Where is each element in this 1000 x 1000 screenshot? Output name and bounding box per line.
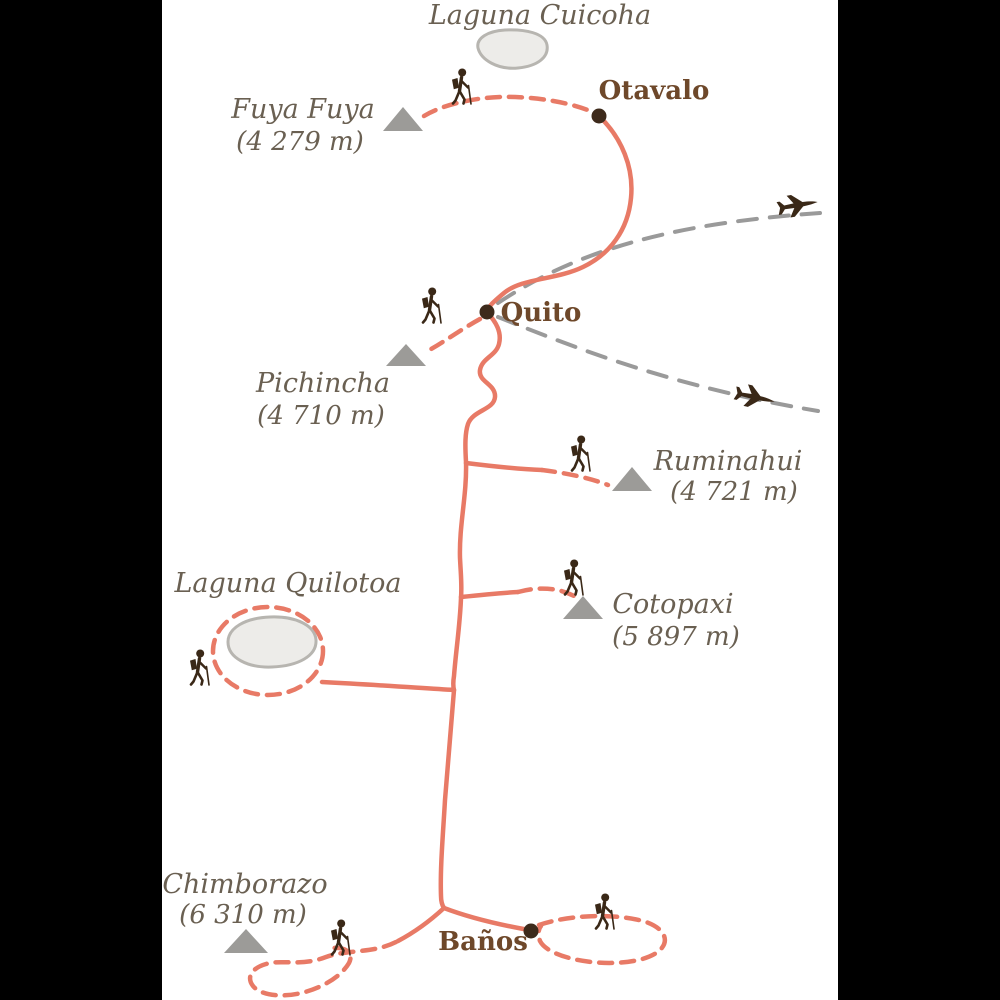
peak-label-fuya-fuya: Fuya Fuya [230, 94, 375, 125]
lake-quilotoa-label: Laguna Quilotoa [173, 568, 401, 599]
flight-path-south [496, 315, 820, 413]
lake-quilotoa [226, 615, 318, 669]
trail-pichincha [423, 316, 483, 355]
trail-chimborazo-loop [247, 939, 399, 998]
peak-elevation-ruminahui: (4 721 m) [670, 477, 798, 507]
road-to-quilotoa [319, 679, 457, 693]
peak-elevation-chimborazo: (6 310 m) [179, 900, 307, 930]
trail-quilotoa-loop [210, 604, 326, 698]
peak-label-ruminahui: Ruminahui [653, 446, 803, 477]
mountain-icon-pichincha [386, 344, 426, 366]
peak-elevation-pichincha: (4 710 m) [257, 401, 385, 431]
city-label-banos: Baños [438, 927, 528, 957]
peak-label-pichincha: Pichincha [255, 368, 390, 399]
peak-label-chimborazo: Chimborazo [162, 869, 327, 900]
road-main-south [438, 309, 502, 911]
trail-ruminahui [539, 467, 611, 488]
peak-elevation-cotopaxi: (5 897 m) [612, 622, 740, 652]
city-label-quito: Quito [501, 298, 582, 328]
road-otavalo-quito [484, 113, 634, 315]
road-to-chimborazo [395, 905, 447, 944]
city-dot-otavalo [591, 108, 607, 124]
peak-elevation-fuya-fuya: (4 279 m) [236, 127, 364, 157]
road-to-banos [441, 905, 532, 933]
city-label-otavalo: Otavalo [599, 76, 710, 106]
trail-banos-loop [536, 913, 668, 966]
mountain-icon-ruminahui [612, 467, 652, 491]
city-dot-banos [523, 923, 539, 939]
mountain-icon-cotopaxi [563, 596, 603, 619]
lake-cuicoha [476, 28, 549, 70]
peak-label-cotopaxi: Cotopaxi [612, 589, 733, 620]
road-to-cotopaxi [458, 589, 521, 600]
road-to-ruminahui [463, 460, 545, 473]
city-dot-quito [479, 304, 495, 320]
trail-cotopaxi [515, 586, 579, 600]
mountain-icon-chimborazo [224, 929, 268, 953]
mountain-icon-fuya-fuya [383, 107, 423, 131]
map-canvas [162, 0, 838, 1000]
trail-fuya-fuya [421, 94, 600, 119]
lake-cuicoha-label: Laguna Cuicoha [428, 0, 651, 31]
